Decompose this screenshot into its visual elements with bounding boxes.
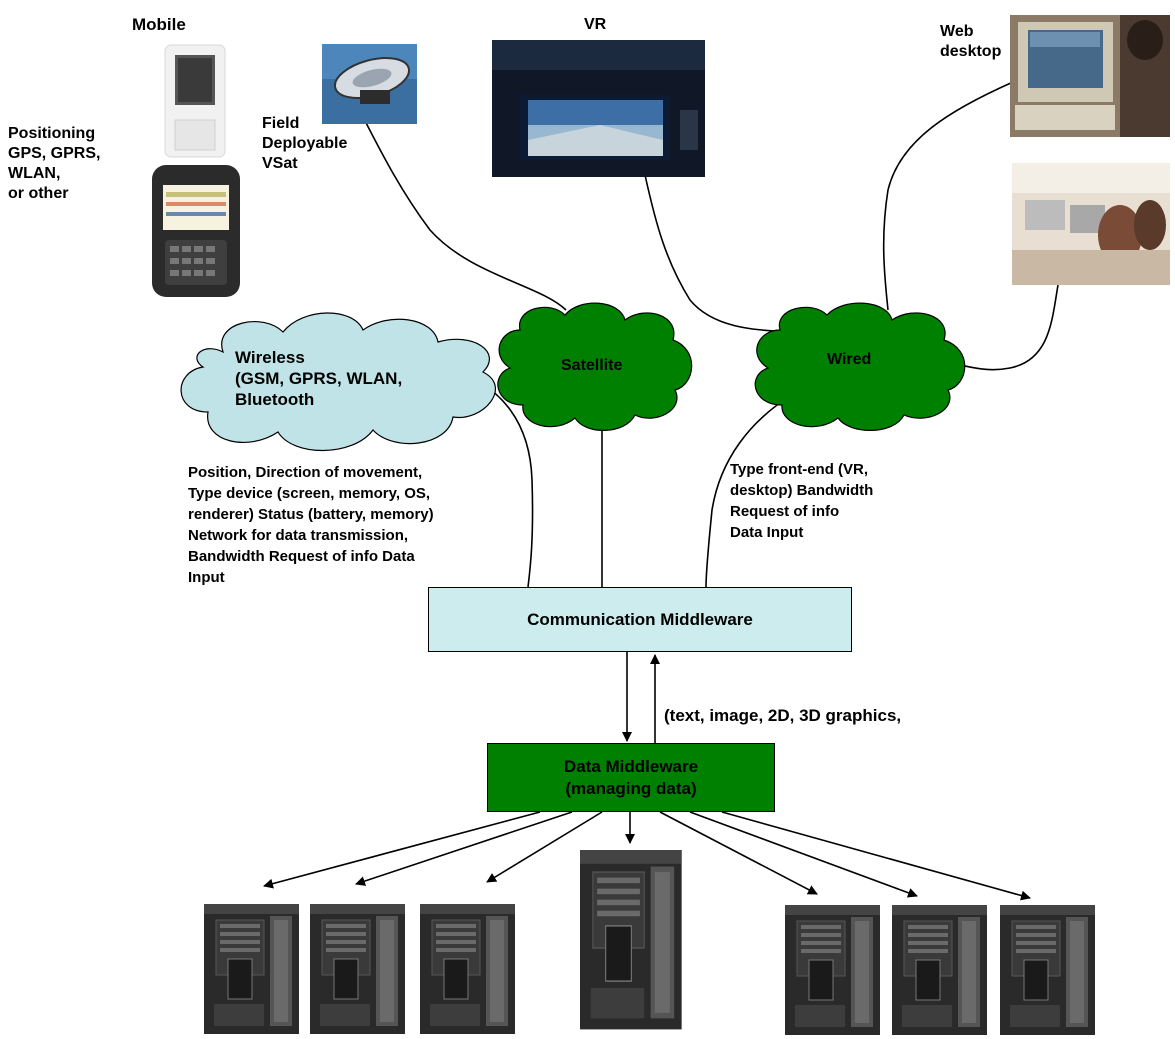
- vr-label: VR: [584, 16, 607, 33]
- wired-info-text: Type front-end (VR, desktop) Bandwidth R…: [730, 461, 874, 541]
- classroom-image: [1012, 163, 1170, 285]
- wireless-cloud: [180, 312, 496, 452]
- server-2-image: [309, 903, 406, 1035]
- data-middleware-label: Data Middleware (managing data): [563, 756, 699, 798]
- wired-link: [705, 392, 796, 588]
- communication-middleware-label: Communication Middleware: [527, 609, 753, 629]
- data-flow-text: (text, image, 2D, 3D graphics,: [664, 706, 902, 725]
- vr-image: [492, 40, 705, 177]
- server-7-image: [999, 904, 1096, 1036]
- flip-phone-image: [164, 44, 226, 158]
- web-desktop-image: [1010, 15, 1170, 137]
- fanout-arrow-1: [263, 811, 541, 889]
- desktop-link-2: [959, 284, 1059, 371]
- fanout-arrow-5: [659, 811, 818, 895]
- data-middleware-box: Data Middleware (managing data): [487, 743, 775, 812]
- vsat-image: [322, 44, 417, 124]
- fanout-arrow-3: [486, 811, 603, 883]
- wired-cloud-label: Wired: [827, 351, 872, 368]
- satellite-cloud: [497, 302, 693, 431]
- fanout-arrow-7: [721, 811, 1031, 901]
- vr-link: [644, 174, 793, 333]
- wired-cloud: [754, 302, 966, 431]
- wireless-cloud-label: Wireless (GSM, GPRS, WLAN, Bluetooth: [235, 348, 403, 409]
- server-1-image: [203, 903, 300, 1035]
- server-5-image: [784, 904, 881, 1036]
- server-6-image: [891, 904, 988, 1036]
- main-server-image: [579, 849, 683, 1031]
- vsat-link: [361, 114, 567, 311]
- satellite-cloud-label: Satellite: [561, 357, 623, 374]
- vsat-label: Field Deployable VSat: [262, 115, 348, 172]
- web-desktop-label: Web desktop: [940, 23, 1002, 60]
- desktop-link-1: [882, 81, 1014, 311]
- smartphone-image: [152, 165, 240, 297]
- server-3-image: [419, 903, 516, 1035]
- communication-middleware-box: Communication Middleware: [428, 587, 852, 652]
- fanout-arrow-6: [689, 811, 918, 898]
- mobile-label: Mobile: [132, 15, 186, 34]
- positioning-label: Positioning GPS, GPRS, WLAN, or other: [8, 125, 101, 202]
- fanout-arrow-2: [355, 811, 573, 886]
- wireless-info-text: Position, Direction of movement, Type de…: [188, 464, 434, 586]
